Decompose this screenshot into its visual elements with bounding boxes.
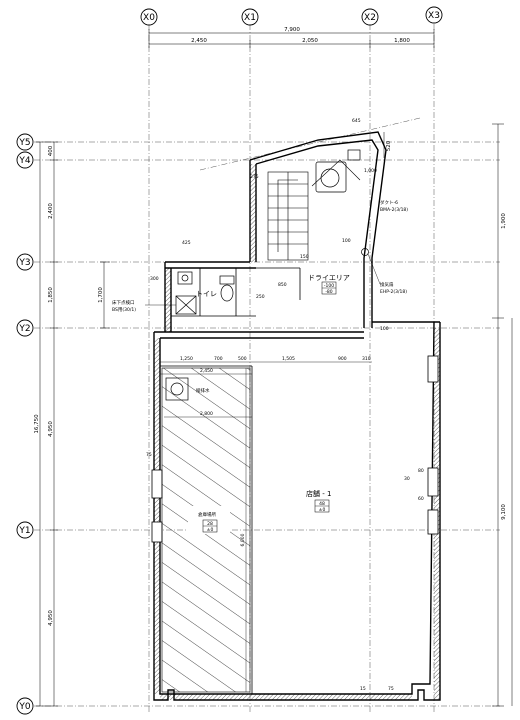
- svg-text:Y2: Y2: [18, 324, 30, 334]
- level-tag-storage: 28 ±0: [202, 519, 218, 533]
- leader-vent: [367, 253, 381, 285]
- dim-shop-top-2: 700: [214, 356, 223, 362]
- dim-small-13: 30: [404, 476, 410, 482]
- dim-small-5: 250: [256, 294, 265, 300]
- column-markers: X0 X1 X2 X3: [140, 6, 443, 26]
- grid-column-x2: X2: [361, 8, 379, 26]
- grid-row-y5: Y5: [16, 133, 34, 151]
- dim-left-span-4: 4,950: [48, 421, 54, 437]
- svg-text:X1: X1: [244, 13, 256, 23]
- note-floor-hatch-spec: BS用(30/1): [112, 307, 136, 313]
- room-label-shop: 店舗 - 1: [306, 489, 331, 498]
- grid-lines: [34, 24, 500, 712]
- left-dimensions: [36, 141, 110, 707]
- grid-row-y4: Y4: [16, 151, 34, 169]
- dim-small-12: 60: [418, 496, 424, 502]
- level-tag-shop: 48 ±0: [314, 499, 330, 513]
- svg-text:48: 48: [319, 501, 325, 507]
- grid-column-x1: X1: [241, 8, 259, 26]
- dim-small-6: 850: [278, 282, 287, 288]
- note-duct-spec: BMA-2(3/18): [380, 207, 408, 213]
- dim-storage-height: 6,000: [240, 533, 246, 546]
- shop-inner-dim-lines: [160, 361, 372, 692]
- grid-column-x3: X3: [425, 6, 443, 24]
- dim-small-2: 425: [182, 240, 191, 246]
- dim-storage-width: 2,800: [200, 411, 213, 417]
- fixture-label-drain: 縦排水: [196, 387, 210, 394]
- dim-top-span-1: 2,450: [191, 38, 207, 44]
- svg-text:Y0: Y0: [18, 702, 30, 712]
- grid-row-y1: Y1: [16, 521, 34, 539]
- dim-left-sub: 1,700: [98, 287, 104, 303]
- dim-right-span-2: 9,100: [501, 504, 507, 520]
- svg-text:Y3: Y3: [18, 258, 30, 268]
- dim-shop-top-3: 500: [238, 356, 247, 362]
- dim-small-11: 80: [418, 468, 424, 474]
- grid-row-y0: Y0: [16, 697, 34, 715]
- fixtures: [165, 149, 369, 401]
- dim-left-total: 16,750: [34, 414, 40, 434]
- dim-small-9: 75: [146, 452, 152, 458]
- room-label-toilet: トイレ: [196, 290, 217, 298]
- dim-left-span-3: 1,850: [48, 287, 54, 303]
- room-label-storage: 倉庫場所: [198, 511, 216, 518]
- grid-row-y2: Y2: [16, 319, 34, 337]
- svg-text:28: 28: [207, 521, 213, 527]
- dim-right-span-1: 1,900: [501, 213, 507, 229]
- svg-text:Y1: Y1: [18, 526, 30, 536]
- dim-right-top: 520: [386, 140, 392, 151]
- dim-small-7: 150: [300, 254, 309, 260]
- svg-text:X0: X0: [143, 13, 155, 23]
- right-dimensions: [383, 123, 513, 707]
- svg-text:Y5: Y5: [18, 138, 30, 148]
- wall-piers: [151, 355, 439, 543]
- room-label-dry-area: ドライエリア: [308, 274, 350, 282]
- row-markers: Y5 Y4 Y3 Y2 Y1 Y0: [16, 133, 34, 715]
- level-tag-dry-area: -100 -80: [321, 281, 337, 295]
- grid-column-x0: X0: [140, 8, 158, 26]
- grid-row-y3: Y3: [16, 253, 34, 271]
- svg-text:±0: ±0: [207, 527, 214, 533]
- dim-top-span-2: 2,050: [302, 38, 318, 44]
- dim-small-8: 100: [342, 238, 351, 244]
- dim-left-span-1: 400: [48, 145, 54, 156]
- note-vent-spec: EHP-2(3/18): [380, 289, 407, 295]
- svg-text:Y4: Y4: [18, 156, 30, 166]
- svg-text:X3: X3: [428, 11, 440, 21]
- dim-shop-width: 2,450: [200, 368, 213, 374]
- dim-shop-top-5: 900: [338, 356, 347, 362]
- svg-text:-80: -80: [325, 289, 332, 295]
- svg-text:±0: ±0: [319, 507, 326, 513]
- dim-shop-top-6: 310: [362, 356, 371, 362]
- dim-small-1: 645: [352, 118, 361, 124]
- dim-small-10: 1,000: [364, 168, 377, 174]
- dim-small-15: 75: [388, 686, 394, 692]
- svg-text:X2: X2: [364, 13, 376, 23]
- note-vent: 換気扇: [380, 281, 394, 288]
- top-dimensions: [148, 29, 435, 48]
- dim-left-span-2: 2,400: [48, 203, 54, 219]
- dim-shop-top-1: 1,250: [180, 356, 193, 362]
- svg-text:-100: -100: [324, 283, 334, 289]
- dim-small-3: 300: [150, 276, 159, 282]
- dim-top-total: 7,900: [284, 27, 300, 33]
- note-duct: ダクト-6: [380, 199, 398, 206]
- dim-small-4: 275: [250, 174, 259, 180]
- dim-shop-top-4: 1,505: [282, 356, 295, 362]
- interior-partitions: [160, 267, 301, 694]
- dim-small-14: 100: [380, 326, 389, 332]
- dim-left-span-5: 4,950: [48, 610, 54, 626]
- dim-top-span-3: 1,800: [394, 38, 410, 44]
- dim-small-16: 15: [360, 686, 366, 692]
- note-floor-hatch: 床下点検口: [112, 299, 135, 306]
